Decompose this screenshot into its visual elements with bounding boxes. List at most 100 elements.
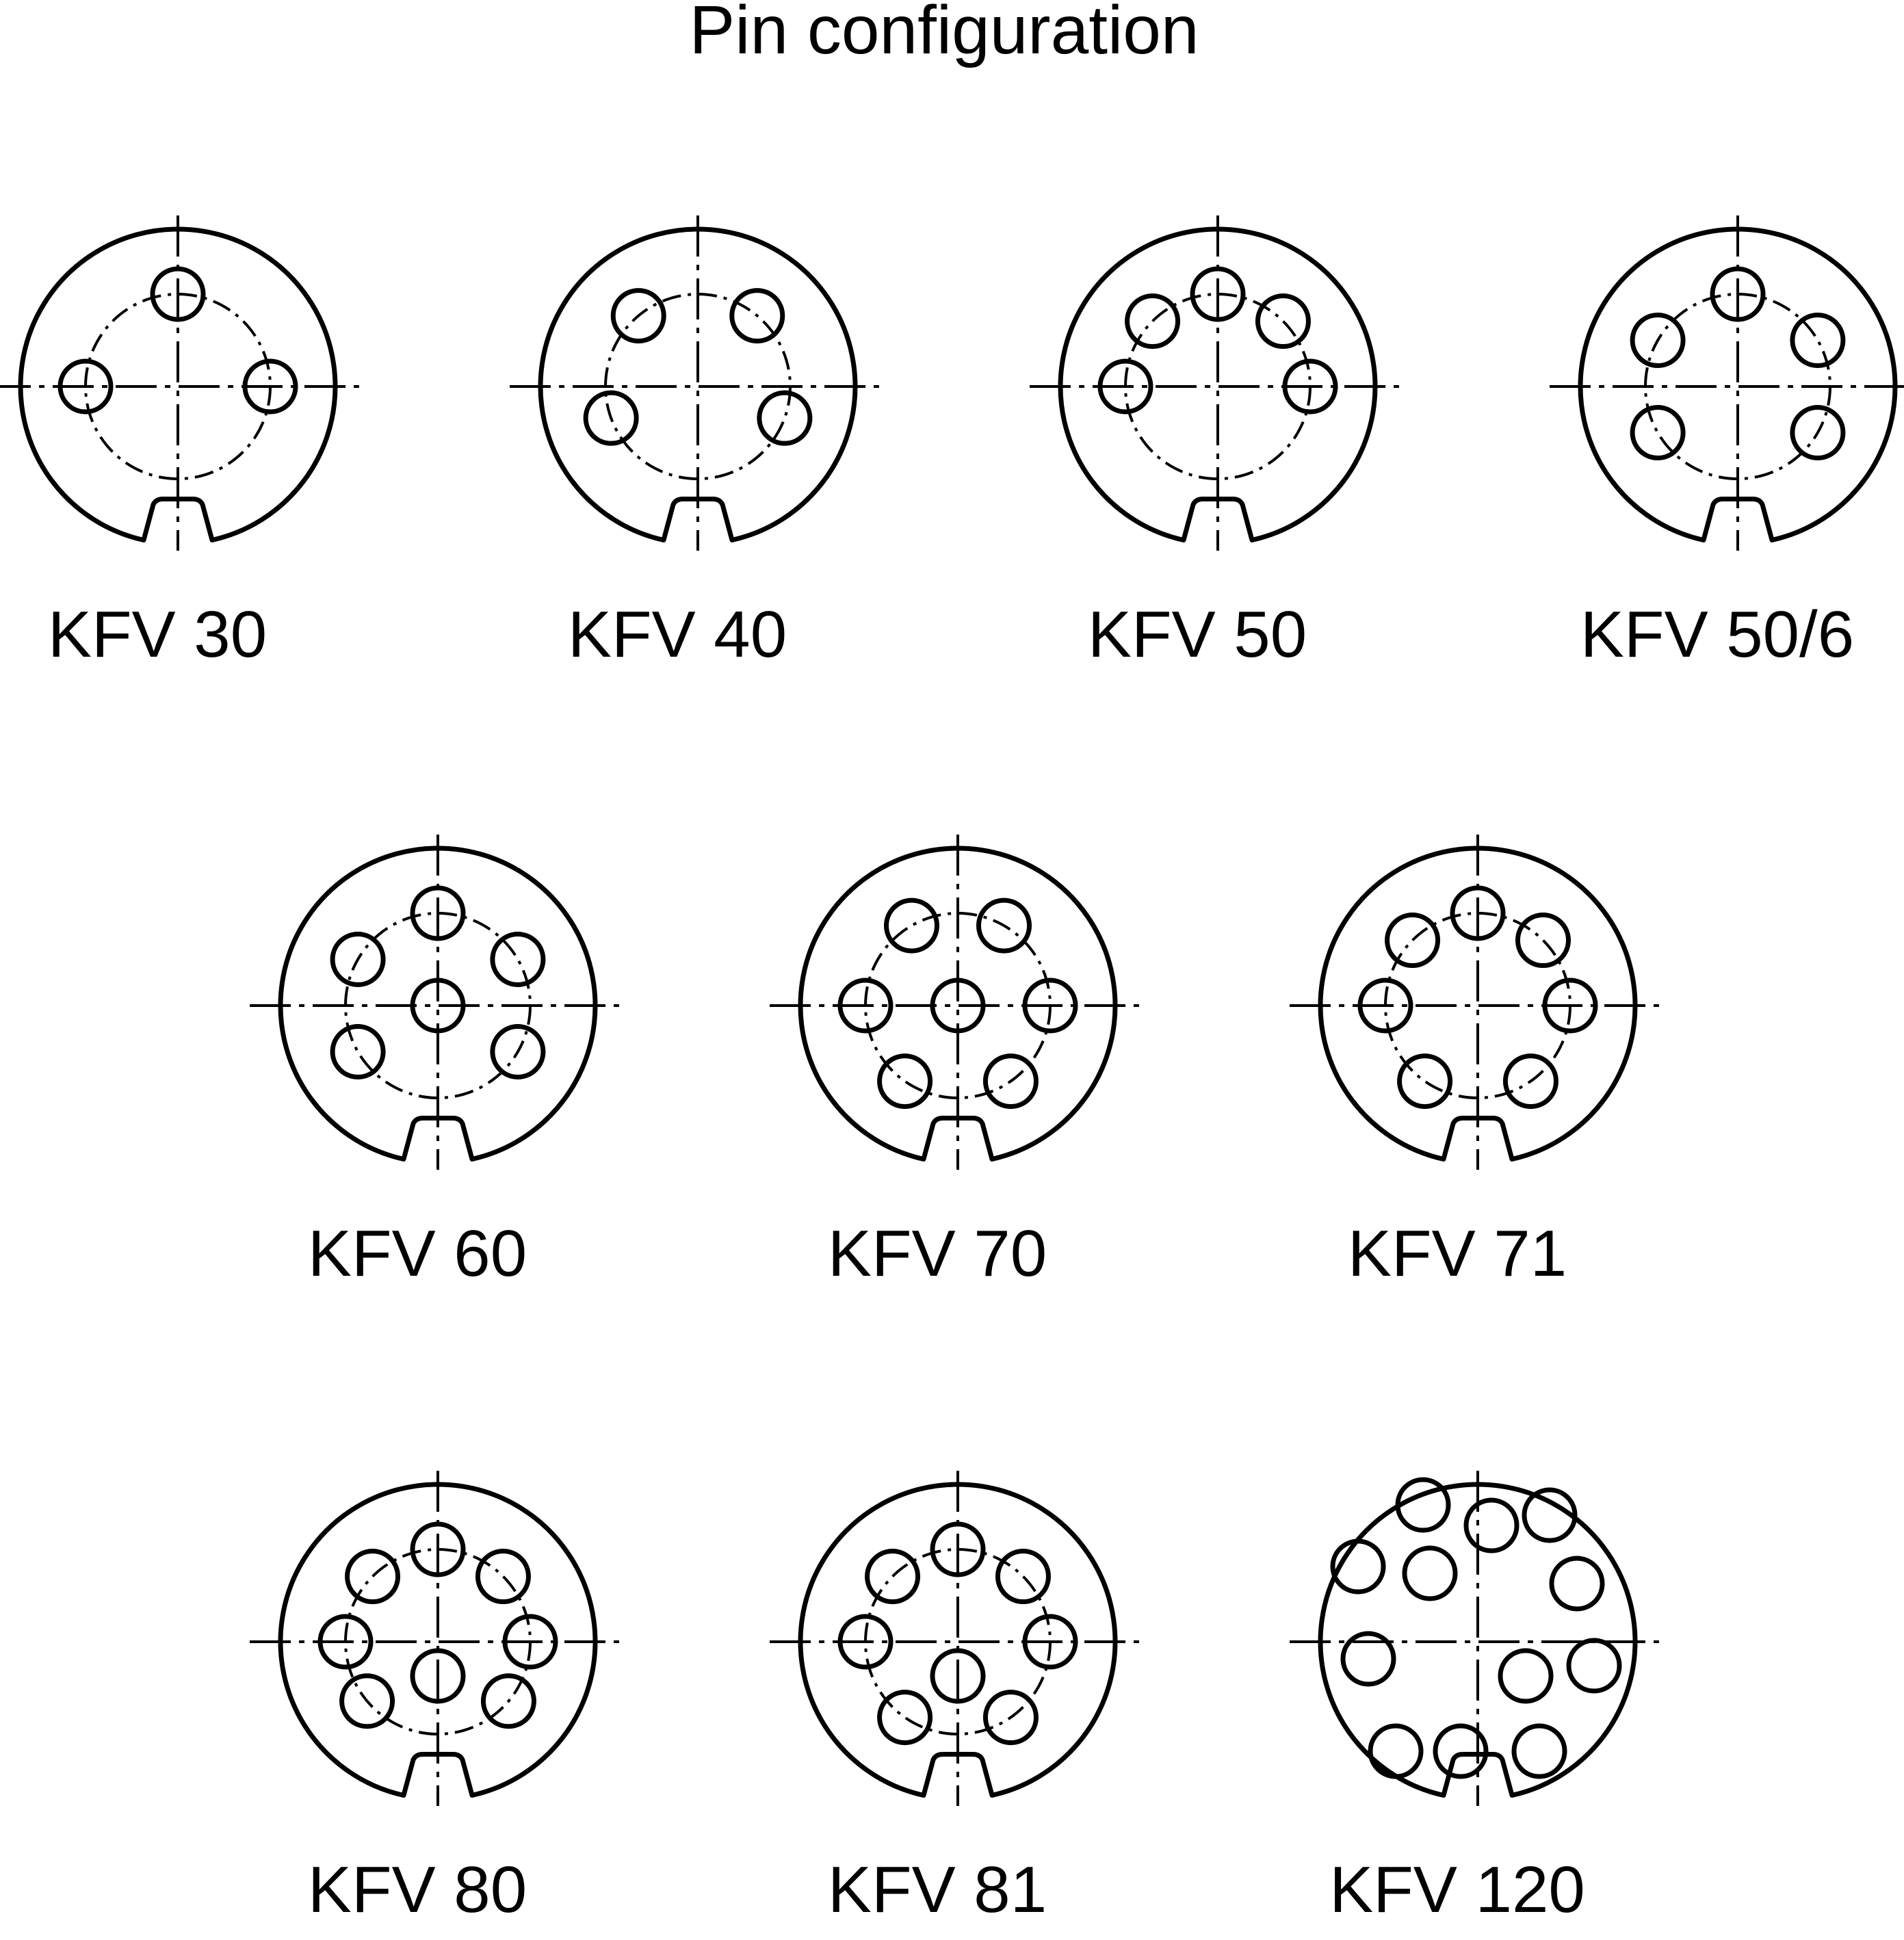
pin-contact	[410, 1648, 466, 1704]
pin-contact	[1385, 913, 1441, 969]
page-title: Pin configuration	[690, 0, 1199, 68]
pin-contact	[1511, 1723, 1567, 1779]
connector-housing	[798, 1482, 1118, 1798]
pin-contact	[995, 1549, 1051, 1605]
connector-housing	[798, 846, 1118, 1162]
pin-contact	[1522, 1487, 1578, 1543]
pin-contact	[490, 1024, 546, 1079]
connector-label: KFV 71	[1348, 1217, 1567, 1290]
pin-contact	[1397, 1053, 1453, 1110]
pitch-circle	[604, 293, 792, 480]
pin-contact	[976, 897, 1032, 954]
pin-contact	[330, 1024, 386, 1079]
pin-contact	[1190, 266, 1246, 322]
pin-contact	[930, 1648, 986, 1704]
pin-contact	[877, 1690, 933, 1746]
pin-contact	[982, 1053, 1039, 1110]
pitch-circle	[84, 293, 272, 480]
connector-housing	[538, 226, 858, 542]
pin-contact	[490, 932, 546, 987]
pin-contact	[1255, 293, 1311, 350]
connector-housing	[18, 226, 338, 542]
pin-contact	[1542, 978, 1598, 1034]
pin-contact	[837, 978, 894, 1034]
pin-contact	[1498, 1648, 1554, 1704]
connector-label: KFV 60	[308, 1217, 527, 1290]
pitch-circle	[1644, 293, 1831, 480]
pitch-circle	[864, 912, 1052, 1099]
connector-label: KFV 40	[568, 598, 787, 671]
pitch-circle	[344, 912, 532, 1099]
pin-contact	[1502, 1053, 1559, 1110]
pin-contact	[1402, 1545, 1458, 1601]
pin-contact	[410, 1521, 466, 1577]
pin-contact	[480, 1673, 536, 1729]
connector-housing	[1318, 1482, 1638, 1798]
pin-contact	[757, 390, 813, 446]
connector-kfv-40: KFV 40	[510, 215, 886, 671]
pin-contact	[837, 1614, 894, 1670]
pin-contact	[1357, 978, 1413, 1034]
pin-contact	[410, 885, 466, 941]
pin-contact	[884, 897, 939, 954]
pin-contact	[1022, 1614, 1078, 1670]
pin-contact	[729, 288, 785, 344]
pin-contact	[930, 1521, 986, 1577]
pin-contact	[1125, 293, 1181, 350]
pin-contact	[982, 1690, 1039, 1746]
pin-contact	[1710, 266, 1766, 322]
connector-kfv-50-6: KFV 50/6	[1550, 215, 1904, 671]
connector-label: KFV 50	[1088, 598, 1307, 671]
pin-contact	[583, 390, 639, 446]
pin-contact	[242, 358, 298, 415]
connector-kfv-80: KFV 80	[250, 1471, 626, 1926]
connector-housing	[1318, 846, 1638, 1162]
pin-contact	[1450, 885, 1506, 941]
pin-contact	[1282, 358, 1338, 415]
connector-label: KFV 120	[1329, 1853, 1585, 1926]
pin-contact	[317, 1614, 374, 1670]
pin-contact	[410, 978, 466, 1034]
pin-contact	[1630, 405, 1686, 460]
pin-contact	[877, 1053, 933, 1110]
pin-contact	[1515, 913, 1571, 969]
connector-housing	[1578, 226, 1898, 542]
pin-contact	[57, 358, 114, 415]
connector-housing	[278, 1482, 598, 1798]
pin-contact	[339, 1673, 395, 1729]
pin-contact	[1790, 405, 1846, 460]
pin-contact	[1022, 978, 1078, 1034]
pin-contact	[1395, 1477, 1451, 1533]
pitch-circle	[1124, 293, 1312, 480]
connector-label: KFV 30	[48, 598, 267, 671]
connector-housing	[278, 846, 598, 1162]
pin-contact	[610, 288, 666, 344]
pin-contact	[1330, 1538, 1386, 1595]
pitch-circle	[1384, 912, 1572, 1099]
pin-contact	[1630, 313, 1686, 368]
pin-contact	[1433, 1723, 1489, 1779]
pin-contact	[1340, 1631, 1396, 1687]
pin-contact	[930, 978, 986, 1034]
connector-kfv-71: KFV 71	[1290, 835, 1666, 1290]
pin-contact	[1566, 1638, 1622, 1694]
pin-contact	[502, 1614, 558, 1670]
pin-contact	[475, 1549, 531, 1605]
pin-contact	[330, 932, 386, 987]
connector-label: KFV 80	[308, 1853, 527, 1926]
connector-kfv-81: KFV 81	[770, 1471, 1146, 1926]
connector-kfv-30: KFV 30	[0, 215, 366, 671]
pitch-circle	[864, 1548, 1052, 1735]
connector-kfv-120: KFV 120	[1290, 1471, 1666, 1926]
connector-kfv-60: KFV 60	[250, 835, 626, 1290]
pitch-circle	[344, 1548, 532, 1735]
pin-contact	[1463, 1497, 1520, 1554]
connector-kfv-70: KFV 70	[770, 835, 1146, 1290]
connector-label: KFV 70	[828, 1217, 1047, 1290]
pin-contact	[1790, 313, 1846, 368]
pin-contact	[150, 266, 206, 322]
connector-label: KFV 81	[828, 1853, 1047, 1926]
connector-label: KFV 50/6	[1580, 598, 1854, 671]
